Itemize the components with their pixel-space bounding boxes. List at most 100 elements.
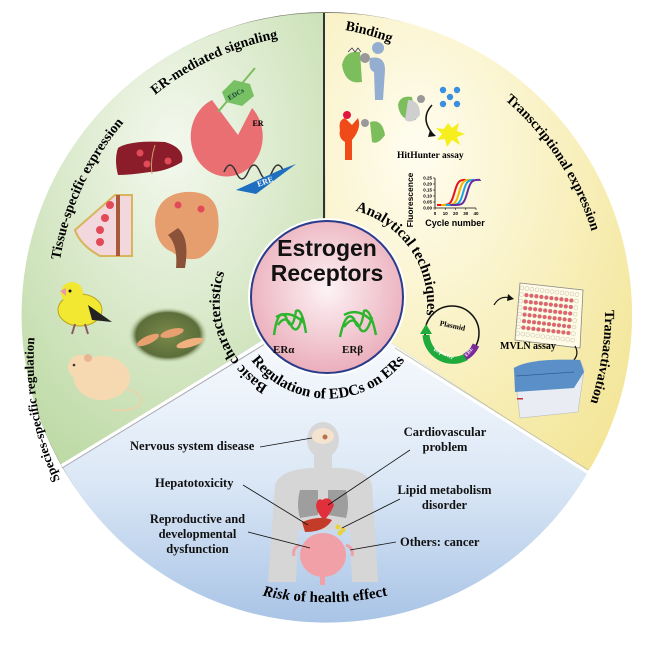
plasmid-ere-label: ERE <box>464 347 475 359</box>
well <box>538 307 543 313</box>
well <box>537 314 542 319</box>
luminometer-instrument-icon <box>513 359 585 419</box>
well <box>517 311 522 317</box>
effect-lipid-metabolism-disorder: Lipid metabolism disorder <box>397 483 492 512</box>
well <box>519 292 524 297</box>
chart-x-tick-label: 0 <box>434 211 437 216</box>
well <box>571 324 577 330</box>
well <box>549 289 555 294</box>
well <box>564 291 570 296</box>
well <box>561 330 566 335</box>
well <box>557 316 562 321</box>
well <box>558 303 563 308</box>
well <box>521 325 526 330</box>
well <box>518 298 523 304</box>
effect-reproductive-dysfunction: Reproductive and developmental dysfuncti… <box>149 512 246 556</box>
well <box>542 314 547 320</box>
edcs-ligand-shape <box>222 80 254 106</box>
well <box>541 327 546 333</box>
well <box>569 298 574 303</box>
well <box>551 322 557 327</box>
well <box>568 304 573 310</box>
lungs-icon <box>298 490 318 518</box>
well <box>543 308 548 313</box>
fat-cells-icon <box>335 524 341 530</box>
well <box>574 292 580 297</box>
well <box>560 336 565 342</box>
er-signaling-illustration: EDCs ER ERE <box>190 67 296 194</box>
er-label: ER <box>252 119 263 128</box>
well <box>518 305 523 310</box>
chart-series-purple <box>450 178 481 206</box>
well-plate-icon <box>514 282 584 349</box>
well <box>556 323 562 328</box>
er-beta-structure-icon <box>338 305 378 341</box>
effect-cardiovascular-problem: Cardiovascular problem <box>403 425 487 454</box>
well <box>548 302 553 307</box>
well <box>529 287 535 292</box>
well <box>570 337 575 343</box>
well <box>573 305 578 310</box>
well <box>534 294 539 299</box>
chart-xlabel: Cycle number <box>425 218 485 228</box>
chart-x-tick-label: 20 <box>453 211 459 216</box>
well <box>563 304 568 309</box>
chart-y-tick-label: 0.00 <box>423 206 432 211</box>
well <box>554 296 559 301</box>
center-title-line1: Estrogen <box>277 235 377 261</box>
human-body-silhouette <box>268 422 378 585</box>
well <box>574 298 579 304</box>
well <box>572 318 577 323</box>
well <box>530 333 535 338</box>
chart-x-tick-label: 40 <box>473 211 479 216</box>
well <box>546 321 552 327</box>
divider-left <box>60 340 267 468</box>
well <box>539 288 545 293</box>
well <box>565 337 570 342</box>
center-title: Estrogen Receptors <box>262 236 392 286</box>
well <box>569 291 575 297</box>
well <box>553 303 558 308</box>
well <box>573 311 578 317</box>
reporter-arrow-icon <box>420 324 432 334</box>
well <box>568 311 573 316</box>
well <box>532 313 537 318</box>
well <box>556 329 561 334</box>
well <box>519 285 525 291</box>
sector-analytical-techniques <box>324 12 633 473</box>
well <box>524 292 529 298</box>
well <box>558 310 563 315</box>
well <box>526 319 532 324</box>
zebrafish-photo <box>128 307 208 363</box>
well <box>554 290 560 295</box>
well <box>564 297 569 303</box>
effect-hepatotoxicity: Hepatotoxicity <box>155 476 234 490</box>
chart-x-tick-label: 30 <box>463 211 469 216</box>
mouse-icon <box>68 354 142 412</box>
center-title-line2: Receptors <box>270 260 384 286</box>
well <box>566 324 572 329</box>
well <box>548 308 553 314</box>
er-alpha-structure-icon <box>272 305 310 339</box>
well <box>551 329 556 334</box>
breast-tissue-icon <box>73 194 133 257</box>
chart-ylabel: Fluorescence <box>405 172 415 227</box>
well <box>546 328 551 333</box>
hithunter-assay-label: HitHunter assay <box>397 151 464 161</box>
leader-lines <box>242 437 411 551</box>
well <box>531 320 537 325</box>
well <box>534 287 540 292</box>
well <box>552 316 557 321</box>
well <box>529 293 534 298</box>
well <box>545 334 550 340</box>
uterus-icon <box>300 533 346 577</box>
chart-y-tick-label: 0.25 <box>423 176 432 181</box>
liver-organ-icon <box>302 517 332 532</box>
well <box>566 330 571 336</box>
well <box>528 300 533 305</box>
well <box>562 317 567 322</box>
well <box>525 332 530 337</box>
